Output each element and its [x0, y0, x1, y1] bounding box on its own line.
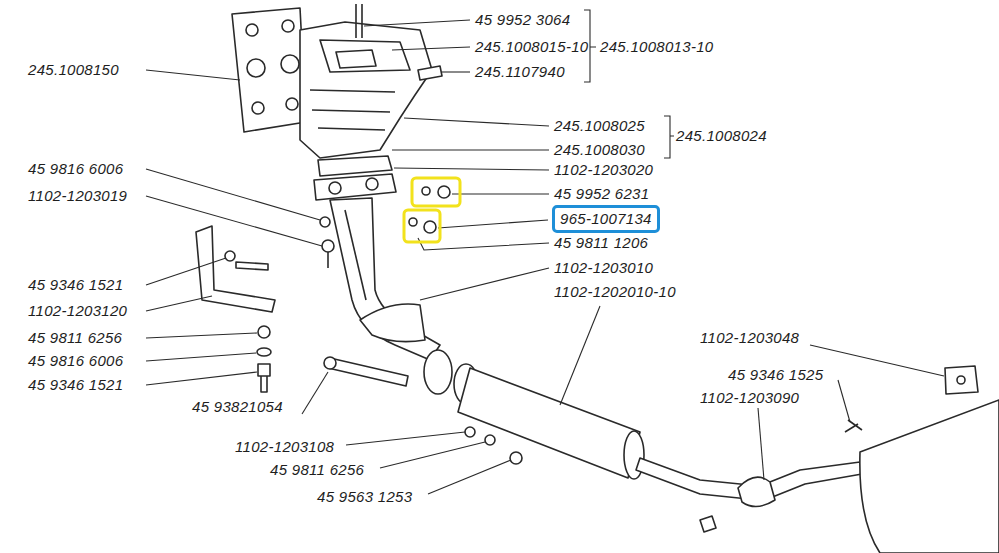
part-number: 45 9816 6006: [28, 352, 123, 370]
part-number: 245.1008013-10: [600, 38, 713, 56]
callout-box: 965-1007134: [552, 205, 660, 233]
part-number: 245.1107940: [475, 63, 565, 81]
part-number: 45 93821054: [192, 398, 283, 416]
part-number: 45 9811 1206: [554, 234, 648, 252]
part-number: 45 9346 1521: [28, 276, 123, 294]
part-number: 45 9952 3064: [475, 11, 570, 29]
part-number: 1102-1203108: [235, 438, 334, 456]
part-number: 1102-1203020: [554, 161, 653, 179]
part-number: 1102-1203048: [700, 329, 799, 347]
part-number: 245.1008025: [554, 117, 645, 135]
part-number: 1102-1203090: [700, 389, 799, 407]
part-number: 45 9563 1253: [317, 488, 412, 506]
part-number: 1102-1203019: [28, 187, 127, 205]
part-number: 965-1007134: [560, 210, 652, 228]
part-number: 45 9816 6006: [28, 160, 123, 178]
part-number: 45 9346 1521: [28, 376, 123, 394]
part-number: 1102-1203010: [554, 259, 653, 277]
part-number: 245.1008030: [554, 141, 645, 159]
part-number: 45 9811 6256: [270, 461, 364, 479]
part-number: 1102-1202010-10: [554, 283, 676, 301]
part-number: 245.1008024: [676, 127, 767, 145]
part-number: 1102-1203120: [28, 302, 127, 320]
part-number: 245.1008150: [28, 61, 119, 79]
part-number: 245.1008015-10: [475, 38, 588, 56]
part-number: 45 9811 6256: [28, 329, 122, 347]
part-number: 45 9346 1525: [728, 366, 823, 384]
part-number: 45 9952 6231: [554, 185, 649, 203]
